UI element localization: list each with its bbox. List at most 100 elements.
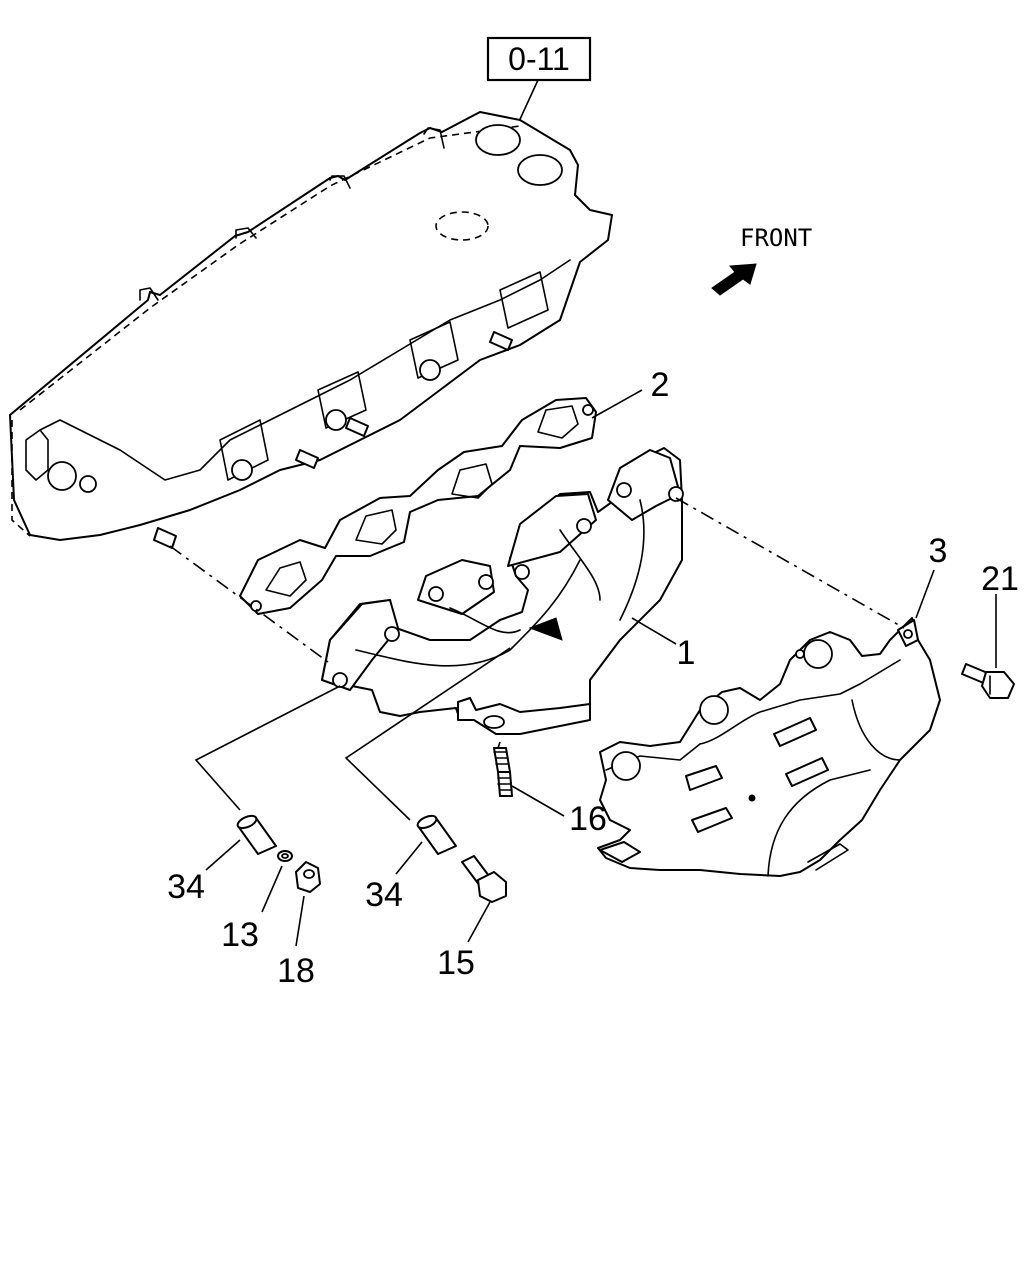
callout-34-left: 34	[167, 868, 205, 906]
cam-bore-3	[435, 211, 489, 241]
exhaust-port-1	[219, 419, 269, 481]
callout-18: 18	[277, 952, 315, 990]
shield-ridge-2	[767, 769, 871, 877]
head-studs[interactable]	[153, 331, 513, 549]
head-side-hole	[79, 475, 97, 493]
manifold-hole-5	[514, 564, 530, 580]
head-boss-3	[329, 175, 351, 189]
exhaust-port-3	[409, 321, 459, 379]
stud-16-leader	[511, 785, 565, 817]
shield-bolt[interactable]	[961, 663, 1015, 699]
manifold-leader	[631, 617, 677, 645]
gasket-window-3	[451, 463, 493, 499]
shield-vent-1	[691, 807, 733, 833]
runner-contour-3	[559, 529, 601, 601]
stud-icon-4	[489, 331, 513, 351]
assembly-line-head-manifold	[169, 545, 329, 663]
shield-vent-0	[807, 843, 849, 871]
callout-34-right: 34	[365, 876, 403, 914]
shield-vent-3	[773, 717, 817, 747]
front-arrow-icon	[711, 263, 757, 296]
shield-vent-4	[785, 757, 829, 787]
exhaust-manifold[interactable]	[321, 447, 684, 735]
stud-icon-3	[345, 417, 369, 437]
manifold-hole-7	[616, 482, 632, 498]
head-side-port	[47, 461, 77, 491]
shield-vent-2	[685, 765, 723, 791]
exhaust-port-4	[499, 271, 549, 329]
shield-ridge-1	[851, 699, 901, 761]
callout-15: 15	[437, 944, 475, 982]
nut-18-leader	[295, 895, 305, 947]
cylinder-head-body	[9, 111, 613, 541]
gasket-window-2	[355, 509, 397, 545]
bolt-15-leader	[467, 901, 491, 943]
assembly-line-stud	[497, 741, 501, 749]
bolt-21-head-icon	[981, 671, 1015, 699]
manifold-hole-3	[428, 586, 444, 602]
exhaust-port-2	[317, 371, 367, 429]
manifold-gasket[interactable]	[239, 397, 597, 615]
reference-box[interactable]: 0-11	[486, 36, 592, 82]
front-label: FRONT	[740, 224, 812, 252]
outlet-stud-hole	[483, 715, 505, 729]
shield-edge-2	[699, 659, 901, 745]
washer-13-leader	[261, 865, 283, 913]
heat-shield[interactable]	[597, 617, 941, 877]
assembly-line-manifold-shield	[675, 497, 905, 629]
outlet-stud[interactable]	[493, 747, 513, 797]
bolt-15-head-icon	[477, 871, 507, 903]
shield-hole-3	[803, 639, 833, 669]
shield-mount-hole	[903, 629, 913, 639]
shield-hole-2	[699, 695, 729, 725]
runner-contour-1	[355, 559, 581, 667]
stud-16-thread-top	[493, 751, 509, 765]
assembly-line-left-fasteners	[194, 685, 341, 811]
shield-leader	[915, 569, 935, 619]
runner-contour-2	[449, 607, 521, 634]
dowel-34-right-end	[416, 814, 438, 830]
head-port-hole-3	[419, 359, 441, 381]
heat-shield-body	[597, 617, 941, 877]
head-boss-4	[423, 127, 445, 149]
nut-18-hole	[303, 869, 315, 879]
reference-label: 0-11	[508, 41, 570, 77]
head-port-hole-1	[231, 459, 253, 481]
washer-13-hole	[281, 853, 289, 859]
callout-1: 1	[677, 634, 696, 672]
head-top-edge	[19, 125, 521, 411]
cylinder-head[interactable]	[9, 111, 613, 541]
dowel-34-left-leader	[205, 839, 241, 871]
shield-hole-1	[611, 751, 641, 781]
manifold-hole-4	[478, 574, 494, 590]
head-boss-2	[235, 227, 257, 239]
manifold-flange-3	[507, 493, 597, 567]
gasket-bolt-hole-2	[582, 404, 594, 416]
dowel-34-left-end	[236, 814, 258, 830]
head-port-hole-2	[325, 409, 347, 431]
right-fastener-set[interactable]	[416, 813, 507, 903]
gasket-window-1	[265, 561, 307, 597]
shield-dimple	[748, 794, 756, 802]
callout-16: 16	[569, 800, 607, 838]
manifold-hole-6	[576, 518, 592, 534]
gasket-window-4	[537, 405, 579, 439]
manifold-hole-1	[332, 672, 348, 688]
shield-tab	[599, 841, 641, 863]
left-fastener-set[interactable]	[236, 813, 321, 893]
gasket-bolt-hole-1	[250, 600, 262, 612]
stud-icon-2	[295, 449, 319, 469]
manifold-hole-8	[668, 486, 684, 502]
callout-13: 13	[221, 916, 259, 954]
front-indicator: FRONT	[711, 224, 812, 296]
stud-icon-1	[153, 527, 177, 549]
manifold-flange-1	[321, 599, 399, 691]
manifold-rib	[528, 617, 563, 641]
assembly-line-right-fasteners	[344, 647, 511, 821]
head-boss-1	[139, 287, 159, 301]
callout-21: 21	[981, 560, 1019, 598]
runner-contour-4	[619, 499, 645, 621]
dowel-34-right-leader	[395, 841, 423, 875]
